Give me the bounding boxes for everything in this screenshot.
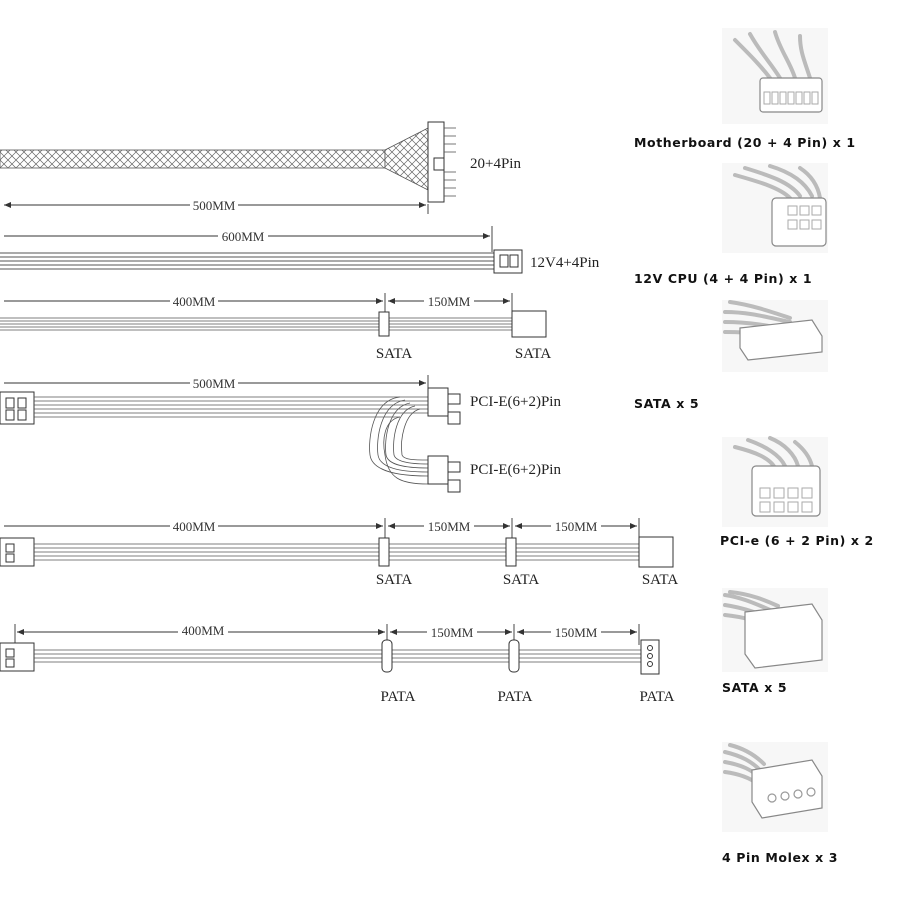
sata2-psu-plug [0,537,35,567]
pcie-cable: 500MM PCI-E(6+2)Pin PCI-E(6+2)Pin [0,375,561,493]
caption-pcie: PCI-e (6 + 2 Pin) x 2 [720,533,874,548]
caption-motherboard: Motherboard (20 + 4 Pin) x 1 [634,135,856,150]
motherboard-cable: 20+4Pin 500MM [0,121,521,214]
length-label-sata2-c: 150MM [555,519,598,534]
caption-sata-2: SATA x 5 [722,680,787,695]
connector-label-pata-c: PATA [640,689,675,705]
pata-wires [34,649,642,663]
length-label-pata-b: 150MM [431,625,474,640]
sata1-wires [0,317,514,331]
pcie-psu-plug [0,391,35,425]
caption-cpu: 12V CPU (4 + 4 Pin) x 1 [634,271,812,286]
length-label-sata1-b: 150MM [428,294,471,309]
braided-sleeve [0,149,386,169]
thumbnail-pcie: PCI-e (6 + 2 Pin) x 2 [720,436,874,548]
pata-psu-plug [0,642,35,672]
length-label-sata2-a: 400MM [173,519,216,534]
sata2-end-plug [638,536,674,568]
connector-label-mb: 20+4Pin [470,156,521,172]
length-label-pcie: 500MM [193,376,236,391]
thumbnail-sata-1: SATA x 5 [634,300,828,411]
connector-label-pata-b: PATA [498,689,533,705]
caption-molex: 4 Pin Molex x 3 [722,850,838,865]
sata-cable-2: 400MM 150MM 150MM SATA SATA SATA [0,518,678,588]
caption-sata-1: SATA x 5 [634,396,699,411]
connector-label-cpu: 12V4+4Pin [530,255,600,271]
thumbnail-motherboard: Motherboard (20 + 4 Pin) x 1 [634,28,856,150]
connector-label-sata1-a: SATA [376,346,412,362]
length-label-pata-a: 400MM [182,623,225,638]
sata-cable-1: 400MM 150MM SATA SATA [0,293,551,362]
length-label-sata2-b: 150MM [428,519,471,534]
pcie-plug-1 [427,387,449,417]
thumbnail-cpu: 12V CPU (4 + 4 Pin) x 1 [634,163,828,286]
length-label-pata-c: 150MM [555,625,598,640]
pcie-plug-2 [427,455,449,485]
sata2-wires [34,543,640,561]
thumbnail-molex: 4 Pin Molex x 3 [722,742,838,865]
sata-inline-plug [378,311,390,337]
cpu-cable: 600MM 12V4+4Pin [0,226,600,274]
length-label-cpu: 600MM [222,229,265,244]
length-label-sata1-a: 400MM [173,294,216,309]
molex-end-plug [640,639,660,675]
pata-cable: 400MM 150MM 150MM PATA PATA PATA [0,622,675,705]
length-label-mb: 500MM [193,198,236,213]
connector-label-sata1-b: SATA [515,346,551,362]
sata-end-plug [511,310,547,338]
connector-label-pcie-2: PCI-E(6+2)Pin [470,462,561,478]
connector-label-pata-a: PATA [381,689,416,705]
connector-label-sata2-c: SATA [642,572,678,588]
connector-label-pcie-1: PCI-E(6+2)Pin [470,394,561,410]
sleeve-fanout [384,127,429,191]
connector-label-sata2-b: SATA [503,572,539,588]
pcie-wires [34,396,429,485]
cpu-wires [0,252,494,270]
connector-label-sata2-a: SATA [376,572,412,588]
thumbnail-sata-2: SATA x 5 [722,588,828,695]
